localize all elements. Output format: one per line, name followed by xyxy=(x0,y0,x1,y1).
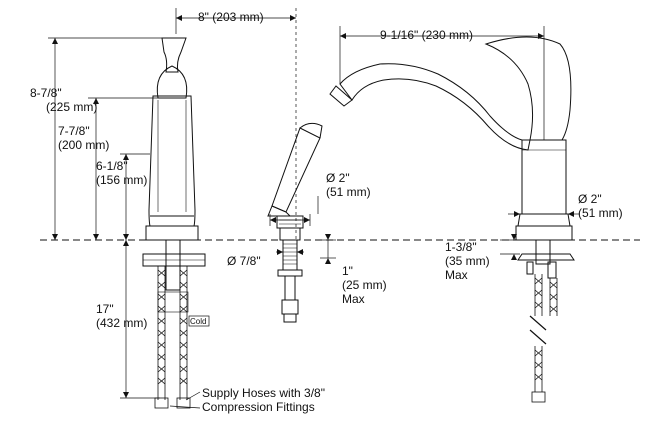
label-deck-1-in: 1" xyxy=(342,264,353,278)
label-hole-dia: Ø 7/8" xyxy=(227,254,261,268)
cold-tag xyxy=(188,315,210,327)
label-deck-2-mm: (35 mm) xyxy=(445,254,490,268)
label-cold: Cold xyxy=(190,317,207,326)
dim-heights xyxy=(48,37,162,399)
label-height-total-mm: (225 mm) xyxy=(46,100,98,114)
arrowheads xyxy=(52,15,574,398)
supply-hoses-right xyxy=(529,274,558,403)
label-sprayer-dia-in: Ø 2" xyxy=(326,171,350,185)
label-height-body-in: 6-1/8" xyxy=(96,159,128,173)
label-hose-length-mm: (432 mm) xyxy=(96,316,148,330)
label-sprayer-dia-mm: (51 mm) xyxy=(326,185,371,199)
label-deck-2-max: Max xyxy=(445,268,468,282)
label-height-spout-mm: (200 mm) xyxy=(58,138,110,152)
label-height-body-mm: (156 mm) xyxy=(96,173,148,187)
label-spout-reach: 9-1/16" (230 mm) xyxy=(380,28,473,42)
side-sprayer xyxy=(267,122,323,323)
label-top-width: 8" (203 mm) xyxy=(198,10,264,24)
dim-top-width xyxy=(175,8,297,240)
label-height-total-in: 8-7/8" xyxy=(30,86,62,100)
label-supply-line1: Supply Hoses with 3/8" xyxy=(202,386,325,400)
label-deck-1-max: Max xyxy=(342,292,365,306)
side-view-faucet xyxy=(142,37,206,291)
label-hose-length-in: 17" xyxy=(96,302,114,316)
supply-hoses-left xyxy=(154,266,191,409)
label-body-dia-mm: (51 mm) xyxy=(578,206,623,220)
label-height-spout-in: 7-7/8" xyxy=(58,124,90,138)
label-supply-line2: Compression Fittings xyxy=(202,400,315,414)
label-body-dia-in: Ø 2" xyxy=(578,192,602,206)
dim-reach xyxy=(339,26,580,255)
label-deck-1-mm: (25 mm) xyxy=(342,278,387,292)
supply-leader xyxy=(169,391,201,409)
label-deck-2-in: 1-3/8" xyxy=(445,240,477,254)
